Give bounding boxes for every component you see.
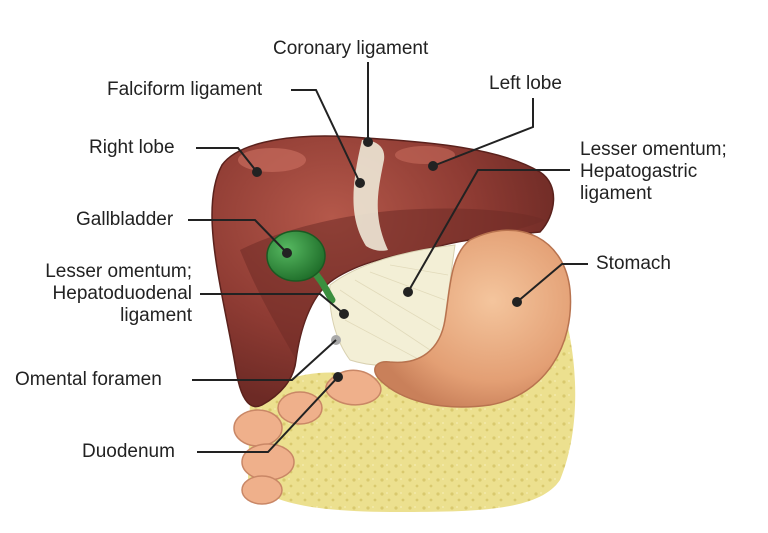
label-line: Hepatoduodenal (52, 283, 192, 304)
label-line: Lesser omentum; (580, 139, 727, 160)
leader-hepatoduodenal (200, 293, 345, 315)
stomach-shape (374, 229, 572, 408)
leader-omental-foramen (192, 339, 337, 381)
label-lesser-omentum-hepatoduodenal: Lesser omentum; Hepatoduodenal ligament (22, 261, 192, 327)
falciform-ligament-shape (353, 140, 388, 251)
label-duodenum: Duodenum (82, 441, 175, 462)
leader-hepatogastric (407, 169, 570, 293)
omentum-fibers (339, 264, 449, 361)
leader-stomach (516, 263, 588, 303)
leader-right-lobe (196, 147, 258, 173)
label-right-lobe: Right lobe (89, 137, 175, 158)
fat-tissue (248, 300, 576, 512)
label-omental-foramen: Omental foramen (15, 369, 162, 390)
label-gallbladder: Gallbladder (76, 209, 174, 230)
leader-duodenum (197, 376, 339, 453)
label-line: ligament (580, 183, 652, 204)
leader-lines (188, 62, 588, 453)
label-left-lobe: Left lobe (489, 73, 562, 94)
liver-highlight (395, 146, 455, 164)
label-lesser-omentum-hepatogastric: Lesser omentum; Hepatogastric ligament (580, 139, 727, 205)
label-line: Hepatogastric (580, 161, 698, 182)
liver-highlight (238, 148, 306, 172)
label-line: ligament (120, 305, 192, 326)
leader-dots (252, 137, 522, 382)
leader-left-lobe (432, 98, 534, 167)
leader-falciform (291, 89, 361, 184)
gallbladder-shape (266, 230, 326, 282)
label-coronary-ligament: Coronary ligament (273, 38, 429, 59)
leader-gallbladder (188, 219, 288, 254)
label-stomach: Stomach (596, 253, 671, 274)
label-line: Lesser omentum; (45, 261, 192, 282)
label-falciform-ligament: Falciform ligament (107, 79, 263, 100)
